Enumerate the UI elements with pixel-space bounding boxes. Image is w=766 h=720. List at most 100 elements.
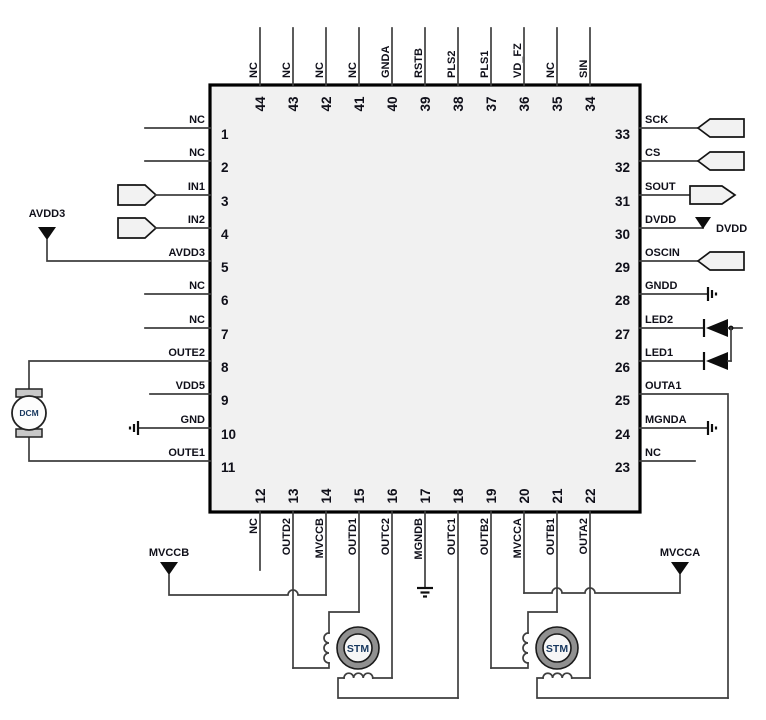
pin-16: OUTC2 16 <box>380 488 400 679</box>
coil-a <box>522 632 529 664</box>
pin-42: NC 42 <box>314 27 334 112</box>
pin-number: 33 <box>615 127 631 142</box>
pin-label: NC <box>347 62 359 78</box>
pin-label: MVCCB <box>314 518 326 558</box>
dc-motor-body <box>11 395 47 431</box>
pin-number: 13 <box>286 488 301 504</box>
pin-number: 31 <box>615 194 631 209</box>
pin-36: VD_FZ 36 <box>512 27 532 112</box>
in1-connector <box>117 184 158 206</box>
pin-26: LED1 26 <box>615 347 732 375</box>
pin-wire <box>46 239 211 262</box>
pin-number: 21 <box>550 488 565 504</box>
pin-32: CS 32 <box>615 147 745 175</box>
pin-label: NC <box>248 62 260 78</box>
pin-number: 6 <box>221 293 229 308</box>
stepper-label: STM <box>546 643 568 655</box>
pin-31: SOUT 31 <box>615 181 737 209</box>
oscin-connector <box>696 251 745 271</box>
pin-number: 44 <box>253 96 268 112</box>
pin-number: 16 <box>385 488 400 504</box>
pin-27: LED2 27 <box>615 314 743 362</box>
pin-label: OUTD1 <box>347 518 359 555</box>
pin-number: 39 <box>418 96 433 111</box>
coil-a-bottom-wire <box>490 662 529 669</box>
coil-a <box>323 632 330 664</box>
pin-18: OUTC1 18 <box>446 488 466 699</box>
pin-number: 18 <box>451 488 466 504</box>
outa1-wire <box>639 393 729 699</box>
pin-38: PLS2 38 <box>446 27 466 112</box>
pin-number: 19 <box>484 488 499 503</box>
pin-label: OUTA1 <box>645 380 681 392</box>
pin-11: OUTE1 11 <box>28 436 236 475</box>
pin-label: SCK <box>645 114 668 126</box>
pin-number: 14 <box>319 488 334 504</box>
cs-connector <box>696 151 745 171</box>
coil-a-top-wire <box>527 611 558 634</box>
pin-number: 42 <box>319 96 334 111</box>
dc-motor: DCM <box>11 388 47 438</box>
pin-number: 7 <box>221 327 229 342</box>
pin-label: NC <box>189 147 205 159</box>
pin-label: LED1 <box>645 347 673 359</box>
pin-number: 37 <box>484 96 499 111</box>
pin-number: 27 <box>615 327 630 342</box>
pin-number: 24 <box>615 427 631 442</box>
pin-label: NC <box>189 280 205 292</box>
pin-label: PLS1 <box>479 50 491 78</box>
pin-label: NC <box>545 62 557 78</box>
pin-label: IN1 <box>188 181 205 193</box>
gnd-symbol <box>128 421 140 435</box>
pin-29: OSCIN 29 <box>615 247 745 275</box>
stepper-motor-1: STM <box>292 611 459 699</box>
pin-number: 3 <box>221 194 229 209</box>
pin-14: MVCCB 14 <box>314 488 334 596</box>
pin-25: OUTA1 25 <box>615 380 729 699</box>
pin-label: SIN <box>578 60 590 78</box>
pin-23: NC 23 <box>615 447 696 475</box>
pin-7: NC 7 <box>144 314 229 342</box>
dvdd-rail-label: DVDD <box>716 223 747 235</box>
pin-label: MGNDB <box>413 518 425 560</box>
mvccb-rail-label: MVCCB <box>149 547 189 559</box>
pin-43: NC 43 <box>281 27 301 112</box>
pin-label: OUTC2 <box>380 518 392 555</box>
mgndb-symbol <box>417 586 433 598</box>
in2-connector <box>117 217 158 239</box>
gndd-symbol <box>706 287 718 301</box>
coil-a-bottom-wire <box>292 662 330 669</box>
pin-5: AVDD3 AVDD3 5 <box>29 208 229 275</box>
pin-number: 17 <box>418 488 433 503</box>
pin-number: 38 <box>451 96 466 112</box>
pin-label: MGNDA <box>645 414 687 426</box>
pin-label: VDD5 <box>176 380 205 392</box>
pin-label: OUTE1 <box>168 447 205 459</box>
pin-number: 41 <box>352 96 367 112</box>
pin-number: 32 <box>615 160 630 175</box>
mvccb-power-symbol <box>160 562 178 575</box>
pin-number: 2 <box>221 160 229 175</box>
pin-number: 22 <box>583 488 598 503</box>
pin-number: 4 <box>221 227 229 242</box>
mvcca-rail-label: MVCCA <box>660 547 700 559</box>
pin-22: OUTA2 22 <box>578 488 598 679</box>
avdd3-rail-label: AVDD3 <box>29 208 65 220</box>
coil-b <box>343 672 374 679</box>
pin-number: 10 <box>221 427 236 442</box>
pin-number: 35 <box>550 96 565 112</box>
pin-label: OUTD2 <box>281 518 293 555</box>
pin-21: OUTB1 21 <box>545 488 565 613</box>
pin-label: MVCCA <box>512 518 524 558</box>
pin-28: GNDD 28 <box>615 280 718 308</box>
pin-label: RSTB <box>413 48 425 78</box>
pin-30: DVDD DVDD 30 <box>615 214 747 242</box>
pin-15: OUTD1 15 <box>347 488 367 613</box>
mgnda-symbol <box>706 421 718 435</box>
pin-number: 9 <box>221 393 229 408</box>
pin-label: GNDD <box>645 280 677 292</box>
pin-8: OUTE2 8 <box>28 347 229 390</box>
pin-number: 25 <box>615 393 631 408</box>
pin-label: NC <box>248 518 260 534</box>
